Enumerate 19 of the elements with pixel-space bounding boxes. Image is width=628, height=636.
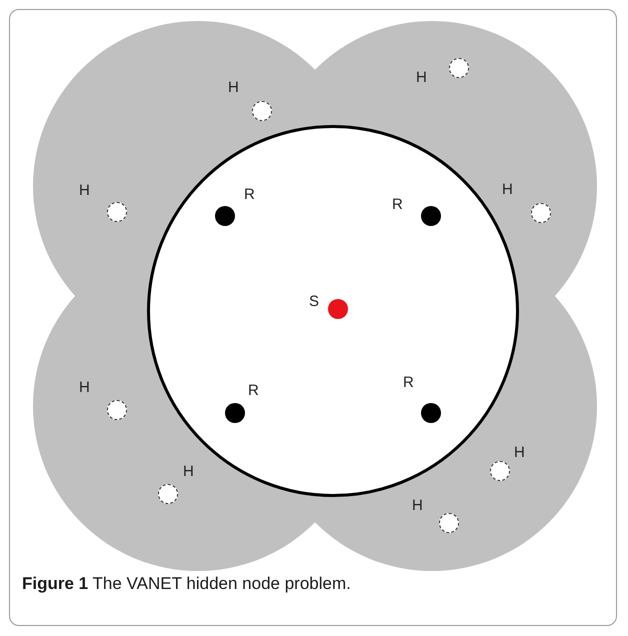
receiver-node-dot	[225, 403, 245, 423]
figure-caption: Figure 1 The VANET hidden node problem.	[22, 574, 351, 594]
node-label: R	[403, 375, 414, 390]
node-label: R	[244, 187, 255, 202]
node-label: H	[416, 70, 427, 85]
receiver-node-dot	[215, 206, 235, 226]
sender-node-dot	[328, 299, 348, 319]
node-label: H	[183, 464, 194, 479]
node-label: H	[502, 182, 513, 197]
node-label: H	[79, 380, 90, 395]
node-label: R	[392, 197, 403, 212]
receiver-node-dot	[421, 206, 441, 226]
node-label: S	[309, 294, 320, 309]
node-label: H	[79, 183, 90, 198]
node-label: H	[412, 498, 423, 513]
node-label: H	[514, 445, 525, 460]
node-label: R	[248, 383, 259, 398]
receiver-node-dot	[421, 403, 441, 423]
node-label: H	[228, 80, 239, 95]
